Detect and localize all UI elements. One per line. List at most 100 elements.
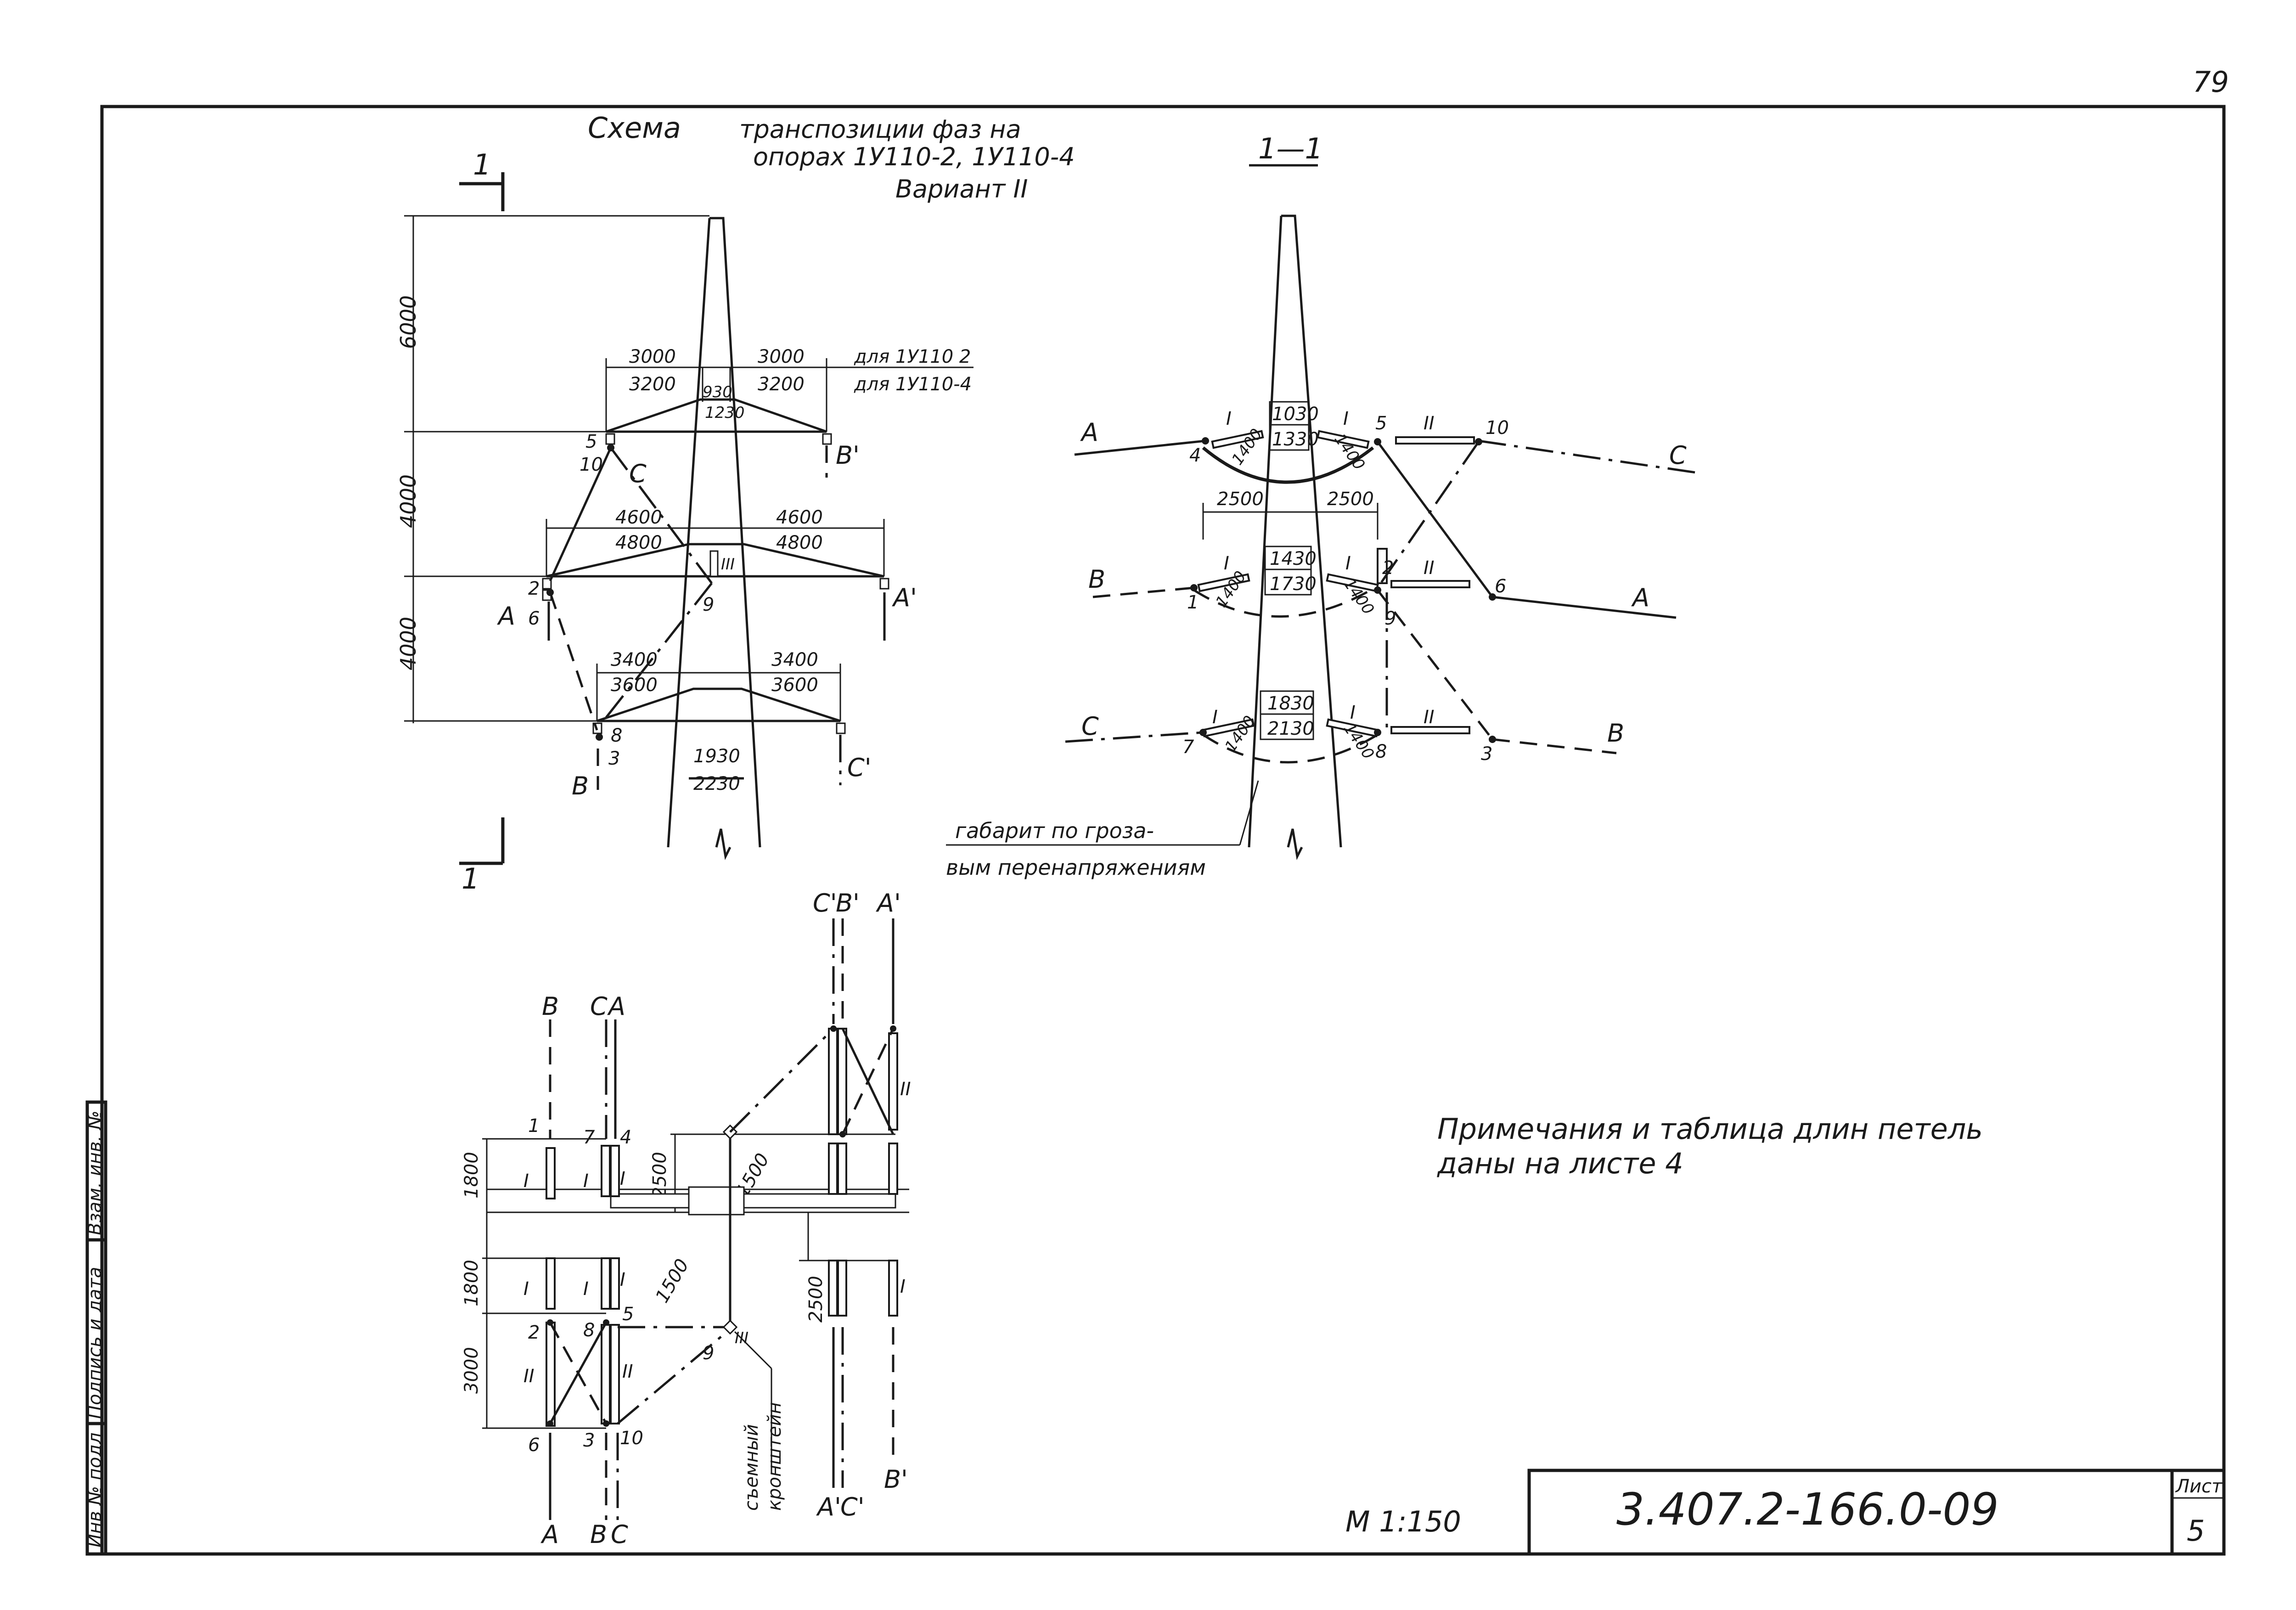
top-arm-dim-left: 3000 [629,346,676,367]
section-mark-bottom: 1 [461,862,479,895]
plan-point-6: 6 [528,1435,540,1456]
plan-top-C: C [590,992,608,1021]
section-arm-dim-right: 2500 [1327,489,1374,510]
plan-bottom-A: A [540,1520,559,1549]
plan-point-10: 10 [620,1428,643,1449]
section-point-1: 1 [1187,592,1199,613]
gap-label-4: 1400 [1340,575,1378,618]
section-point-9: 9 [1384,608,1396,629]
title-line2: опорах 1У110-2, 1У110-4 [753,142,1075,171]
section-point-7: 7 [1182,737,1194,758]
section-phase-A-left: A [1080,418,1098,447]
low-arm-dim-left-alt: 3600 [611,675,658,696]
plan-view: 1800 1800 3000 2500 2500 1500 1500 [461,889,911,1549]
section-view: 1—1 1030 1330 1430 1730 1830 2130 2500 2… [946,132,1699,880]
title-line1: транспозиции фаз на [739,115,1021,144]
plan-roman-1g: I [900,1276,906,1297]
section-arm-dim-left: 2500 [1217,489,1264,510]
top-arm-dim-right-alt: 3200 [758,374,805,395]
section-roman-2c: II [1424,707,1435,728]
clearance-note-line2: вым перенапряжениям [946,855,1206,880]
clearance-arc-mid [1193,589,1372,618]
section-width-1730: 1730 [1270,574,1317,595]
section-point-3: 3 [1481,743,1492,765]
front-point-5: 5 [585,431,597,452]
mid-arm-dim-right: 4600 [776,507,823,528]
stamp-inv-podl: Инв № подл [84,1432,106,1548]
title-code: 3.407.2-166.0-09 [1616,1484,1999,1535]
plan-dim-1800-b: 1800 [461,1260,482,1306]
front-roman-III: III [721,555,735,574]
mid-arm-dim-left-alt: 4800 [615,532,662,553]
low-arm-dim-left: 3400 [611,649,658,670]
height-dim-3: 4000 [396,617,421,670]
page-number: 79 [2193,65,2229,99]
plan-roman-1b: I [583,1171,589,1192]
plan-roman-1c: I [620,1168,625,1189]
section-roman-1e: I [1212,707,1218,728]
section-title: 1—1 [1258,132,1323,165]
title-line3: Вариант II [895,175,1028,203]
plan-point-3: 3 [583,1430,595,1451]
section-roman-1d: I [1345,553,1351,574]
section-width-1030: 1030 [1272,404,1319,425]
section-roman-1a: I [1226,408,1232,429]
section-roman-2b: II [1424,557,1435,579]
plan-bottom-B-prime: B' [884,1465,908,1494]
front-point-2: 2 [528,578,540,599]
plan-dim-3000: 3000 [461,1347,482,1394]
plan-bottom-C: C [611,1520,628,1549]
top-crossarm [606,398,827,433]
stamp-signature: Подпись и дата [84,1267,106,1419]
section-width-1830: 1830 [1267,693,1314,714]
height-dim-2: 4000 [396,474,421,528]
plan-dim-2500-b: 2500 [805,1276,827,1323]
plan-point-2: 2 [528,1322,540,1343]
clearance-arc-top [1202,446,1374,484]
section-point-6: 6 [1495,576,1506,597]
bracket-line1: съемный [741,1424,762,1511]
bracket-line2: кронштейн [764,1402,785,1511]
plan-bottom-B: B [590,1520,607,1549]
front-phase-B: B [572,771,589,800]
plan-point-4: 4 [620,1127,631,1148]
title-sheet-label: Лист [2175,1476,2223,1497]
plan-bottom-A-prime: A' [816,1492,841,1521]
clearance-arc-low [1202,733,1379,764]
plan-top-A-prime: A' [876,889,901,918]
plan-roman-1a: I [523,1171,529,1192]
height-dim-1: 6000 [396,295,421,349]
low-arm-dim-right-alt: 3600 [771,675,818,696]
plan-roman-3: III [735,1329,748,1347]
section-width-2130: 2130 [1267,718,1314,739]
section-point-10: 10 [1486,417,1509,439]
side-stamp: Инв № подл Подпись и дата Взам. инв. № [84,1100,107,1556]
section-roman-2a: II [1424,413,1435,434]
plan-top-B: B [542,992,559,1021]
section-phase-C-right: C [1669,441,1687,470]
section-roman-1c: I [1224,553,1229,574]
title-block: М 1:150 3.407.2-166.0-09 Лист 5 [1345,1469,2226,1556]
section-point-4: 4 [1189,445,1201,466]
front-phase-C: C [629,459,647,488]
base-dim-lower: 2230 [693,773,740,794]
sheet-frame: 79 [100,65,2229,1556]
legend-1u110-4: для 1У110-4 [854,374,972,395]
front-point-3: 3 [608,748,620,769]
plan-point-5: 5 [622,1304,634,1325]
low-arm-dim-right: 3400 [771,649,818,670]
plan-dim-1800-a: 1800 [461,1152,482,1199]
front-view: 1 1 6000 4000 4000 3000 930 3000 3200 12… [396,148,974,895]
base-dim-upper: 1930 [693,746,740,767]
plan-roman-1f: I [620,1269,625,1290]
section-roman-1b: I [1343,408,1349,429]
mid-crossarm [546,543,884,578]
gap-label-2: 1400 [1331,430,1368,473]
front-point-10: 10 [580,454,603,475]
plan-point-1: 1 [528,1115,540,1137]
note-line2: даны на листе 4 [1437,1147,1683,1180]
mid-arm-dim-right-alt: 4800 [776,532,823,553]
section-phase-C-left: C [1081,712,1099,741]
front-phase-A: A [497,602,515,630]
plan-point-7: 7 [583,1127,595,1148]
